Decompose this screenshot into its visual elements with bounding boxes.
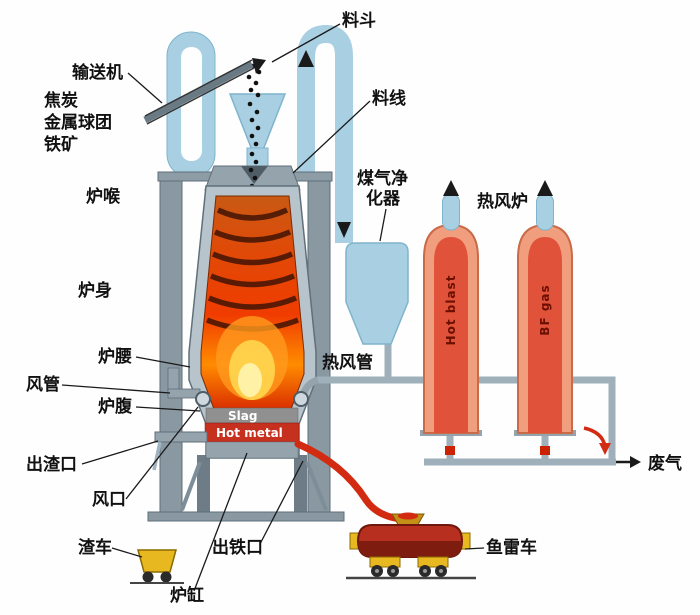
label-gas-purifier-2: 化器 — [366, 188, 401, 209]
label-taphole: 出铁口 — [212, 537, 263, 558]
stove-b-flow-label: BF gas — [538, 284, 552, 335]
label-hot-blast-main: 热风管 — [322, 352, 373, 373]
label-furnace-bosh: 炉腹 — [98, 396, 133, 417]
stove-a-up-arrow — [443, 180, 459, 196]
charging-bell — [241, 166, 268, 184]
conveyor-belt — [143, 58, 266, 125]
uptake-loop-left — [166, 31, 216, 179]
label-conveyor: 输送机 — [72, 62, 123, 83]
slag-drip — [152, 441, 162, 471]
label-furnace-waist: 炉腰 — [98, 346, 132, 367]
hot-stove-a: Hot blast — [420, 180, 482, 436]
label-torpedo-car: 鱼雷车 — [486, 537, 537, 558]
label-iron-ore: 铁矿 — [44, 134, 78, 155]
hearth-bottom — [205, 441, 299, 459]
label-furnace-throat: 炉喉 — [86, 186, 121, 207]
slag-notch-trough — [154, 431, 208, 443]
label-slag-car: 渣车 — [78, 537, 112, 558]
leader-lines — [61, 23, 485, 592]
label-stock-line: 料线 — [372, 88, 406, 109]
gas-purifier — [345, 242, 409, 345]
stove-b-cap — [536, 193, 554, 231]
conveyor-arrow — [252, 58, 266, 74]
diagram-labels: 料斗 输送机 焦炭 金属球团 铁矿 料线 煤气净 化器 热风炉 炉喉 炉身 炉腰… — [26, 10, 682, 606]
label-metal-pellets: 金属球团 — [43, 112, 112, 133]
flame-zone — [216, 316, 288, 400]
label-waste-gas: 废气 — [648, 453, 682, 474]
tuyere-left — [195, 391, 211, 407]
label-blast-pipe: 风管 — [26, 374, 60, 395]
torpedo-car — [346, 512, 476, 580]
gas-up-arrow — [298, 50, 314, 67]
label-hopper: 料斗 — [342, 10, 376, 31]
slag-band-label: Slag — [228, 409, 257, 423]
slag-car — [130, 549, 184, 584]
stove-a-cap — [442, 193, 460, 231]
bustle-pipe-left — [167, 367, 180, 393]
stove-b-up-arrow — [537, 180, 553, 196]
waste-gas-arrowhead — [630, 456, 641, 468]
label-tuyere: 风口 — [92, 490, 126, 510]
valves-and-waste-gas — [445, 426, 641, 468]
downcomer-pipe — [297, 24, 353, 243]
label-hearth: 炉缸 — [170, 585, 204, 606]
label-gas-purifier-1: 煤气净 — [357, 168, 408, 189]
label-hot-blast-stove: 热风炉 — [477, 191, 528, 212]
hot-metal-band-label: Hot metal — [216, 426, 283, 440]
stove-a-flow-label: Hot blast — [444, 275, 458, 346]
label-furnace-shaft: 炉身 — [78, 280, 112, 301]
tuyere-right — [293, 391, 309, 407]
label-coke: 焦炭 — [43, 90, 78, 111]
furnace-framework — [147, 180, 345, 522]
label-slag-notch: 出渣口 — [26, 454, 77, 475]
hot-stove-b: BF gas — [514, 180, 576, 436]
blast-furnace-shell: Slag Hot metal — [152, 185, 320, 471]
hot-metal-stream — [294, 440, 406, 523]
gas-down-arrow — [337, 222, 351, 238]
